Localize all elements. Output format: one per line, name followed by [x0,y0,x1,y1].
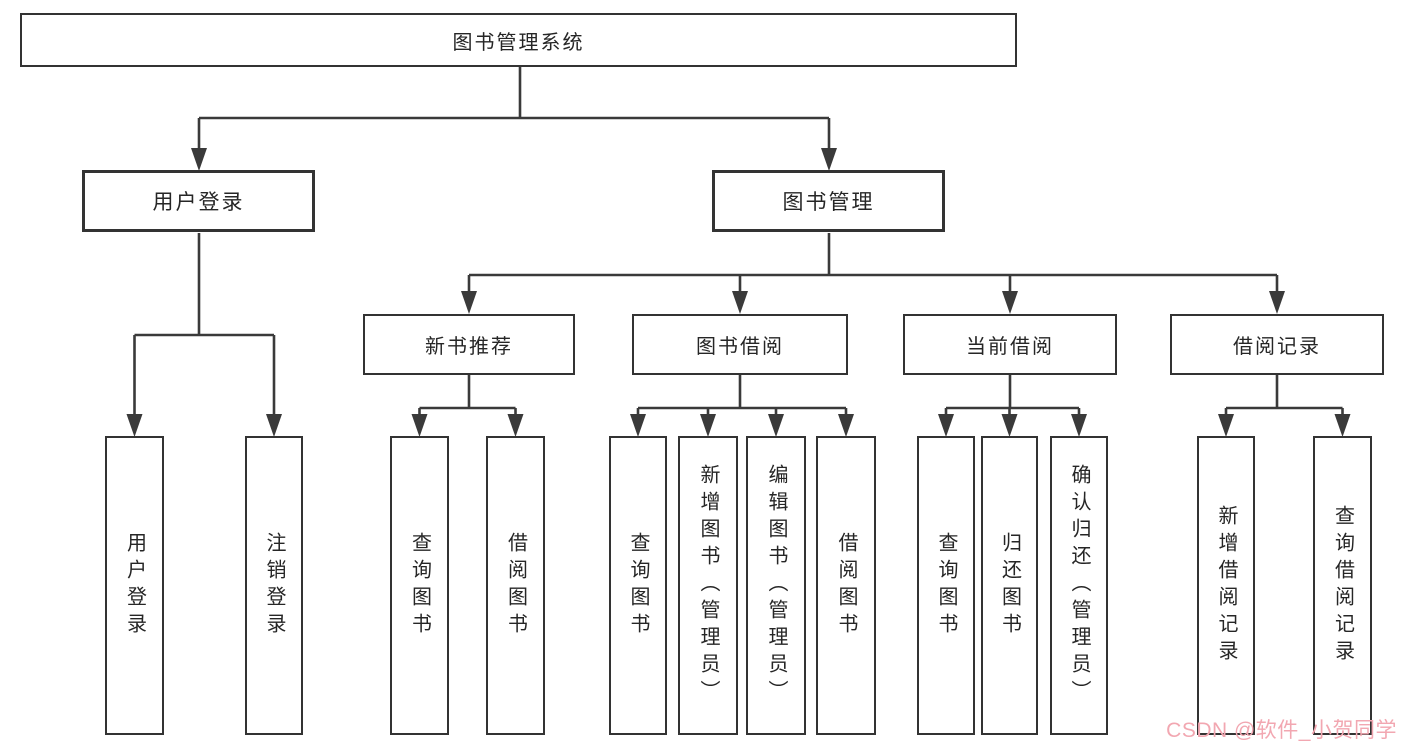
leaf-label: 确认归还（管理员） [1068,464,1090,707]
leaf-borrow-books-recommend: 借阅图书 [486,436,545,735]
node-user-login: 用户登录 [82,170,315,232]
leaf-label: 查询图书 [627,531,649,640]
leaf-label: 新增借阅记录 [1215,504,1237,667]
node-current-borrow: 当前借阅 [903,314,1117,375]
leaf-add-book-admin: 新增图书（管理员） [678,436,738,735]
leaf-label: 借阅图书 [504,531,527,640]
tree-edges [133,67,1344,432]
leaf-user-login: 用户登录 [105,436,164,735]
csdn-watermark: CSDN @软件_小贺同学 [1166,719,1397,742]
leaf-query-borrow-record: 查询借阅记录 [1313,436,1372,735]
node-new-book-recommend: 新书推荐 [363,314,575,375]
leaf-borrow-books: 借阅图书 [816,436,876,735]
node-borrow-record: 借阅记录 [1170,314,1384,375]
leaf-confirm-return-admin: 确认归还（管理员） [1050,436,1108,735]
node-book-borrow: 图书借阅 [632,314,848,375]
leaf-label: 用户登录 [123,531,146,640]
leaf-label: 归还图书 [998,531,1021,640]
leaf-label: 查询借阅记录 [1331,504,1354,667]
leaf-label: 注销登录 [263,531,285,640]
node-book-management: 图书管理 [712,170,945,232]
node-library-system: 图书管理系统 [20,13,1017,67]
leaf-query-books-recommend: 查询图书 [390,436,449,735]
leaf-query-books-borrow: 查询图书 [609,436,667,735]
leaf-logout: 注销登录 [245,436,303,735]
leaf-label: 借阅图书 [835,531,857,640]
leaf-label: 查询图书 [408,531,431,640]
leaf-label: 查询图书 [935,531,957,640]
leaf-edit-book-admin: 编辑图书（管理员） [746,436,806,735]
leaf-label: 新增图书（管理员） [697,464,719,707]
leaf-add-borrow-record: 新增借阅记录 [1197,436,1255,735]
leaf-return-book: 归还图书 [981,436,1038,735]
leaf-label: 编辑图书（管理员） [765,464,787,707]
leaf-query-books-current: 查询图书 [917,436,975,735]
